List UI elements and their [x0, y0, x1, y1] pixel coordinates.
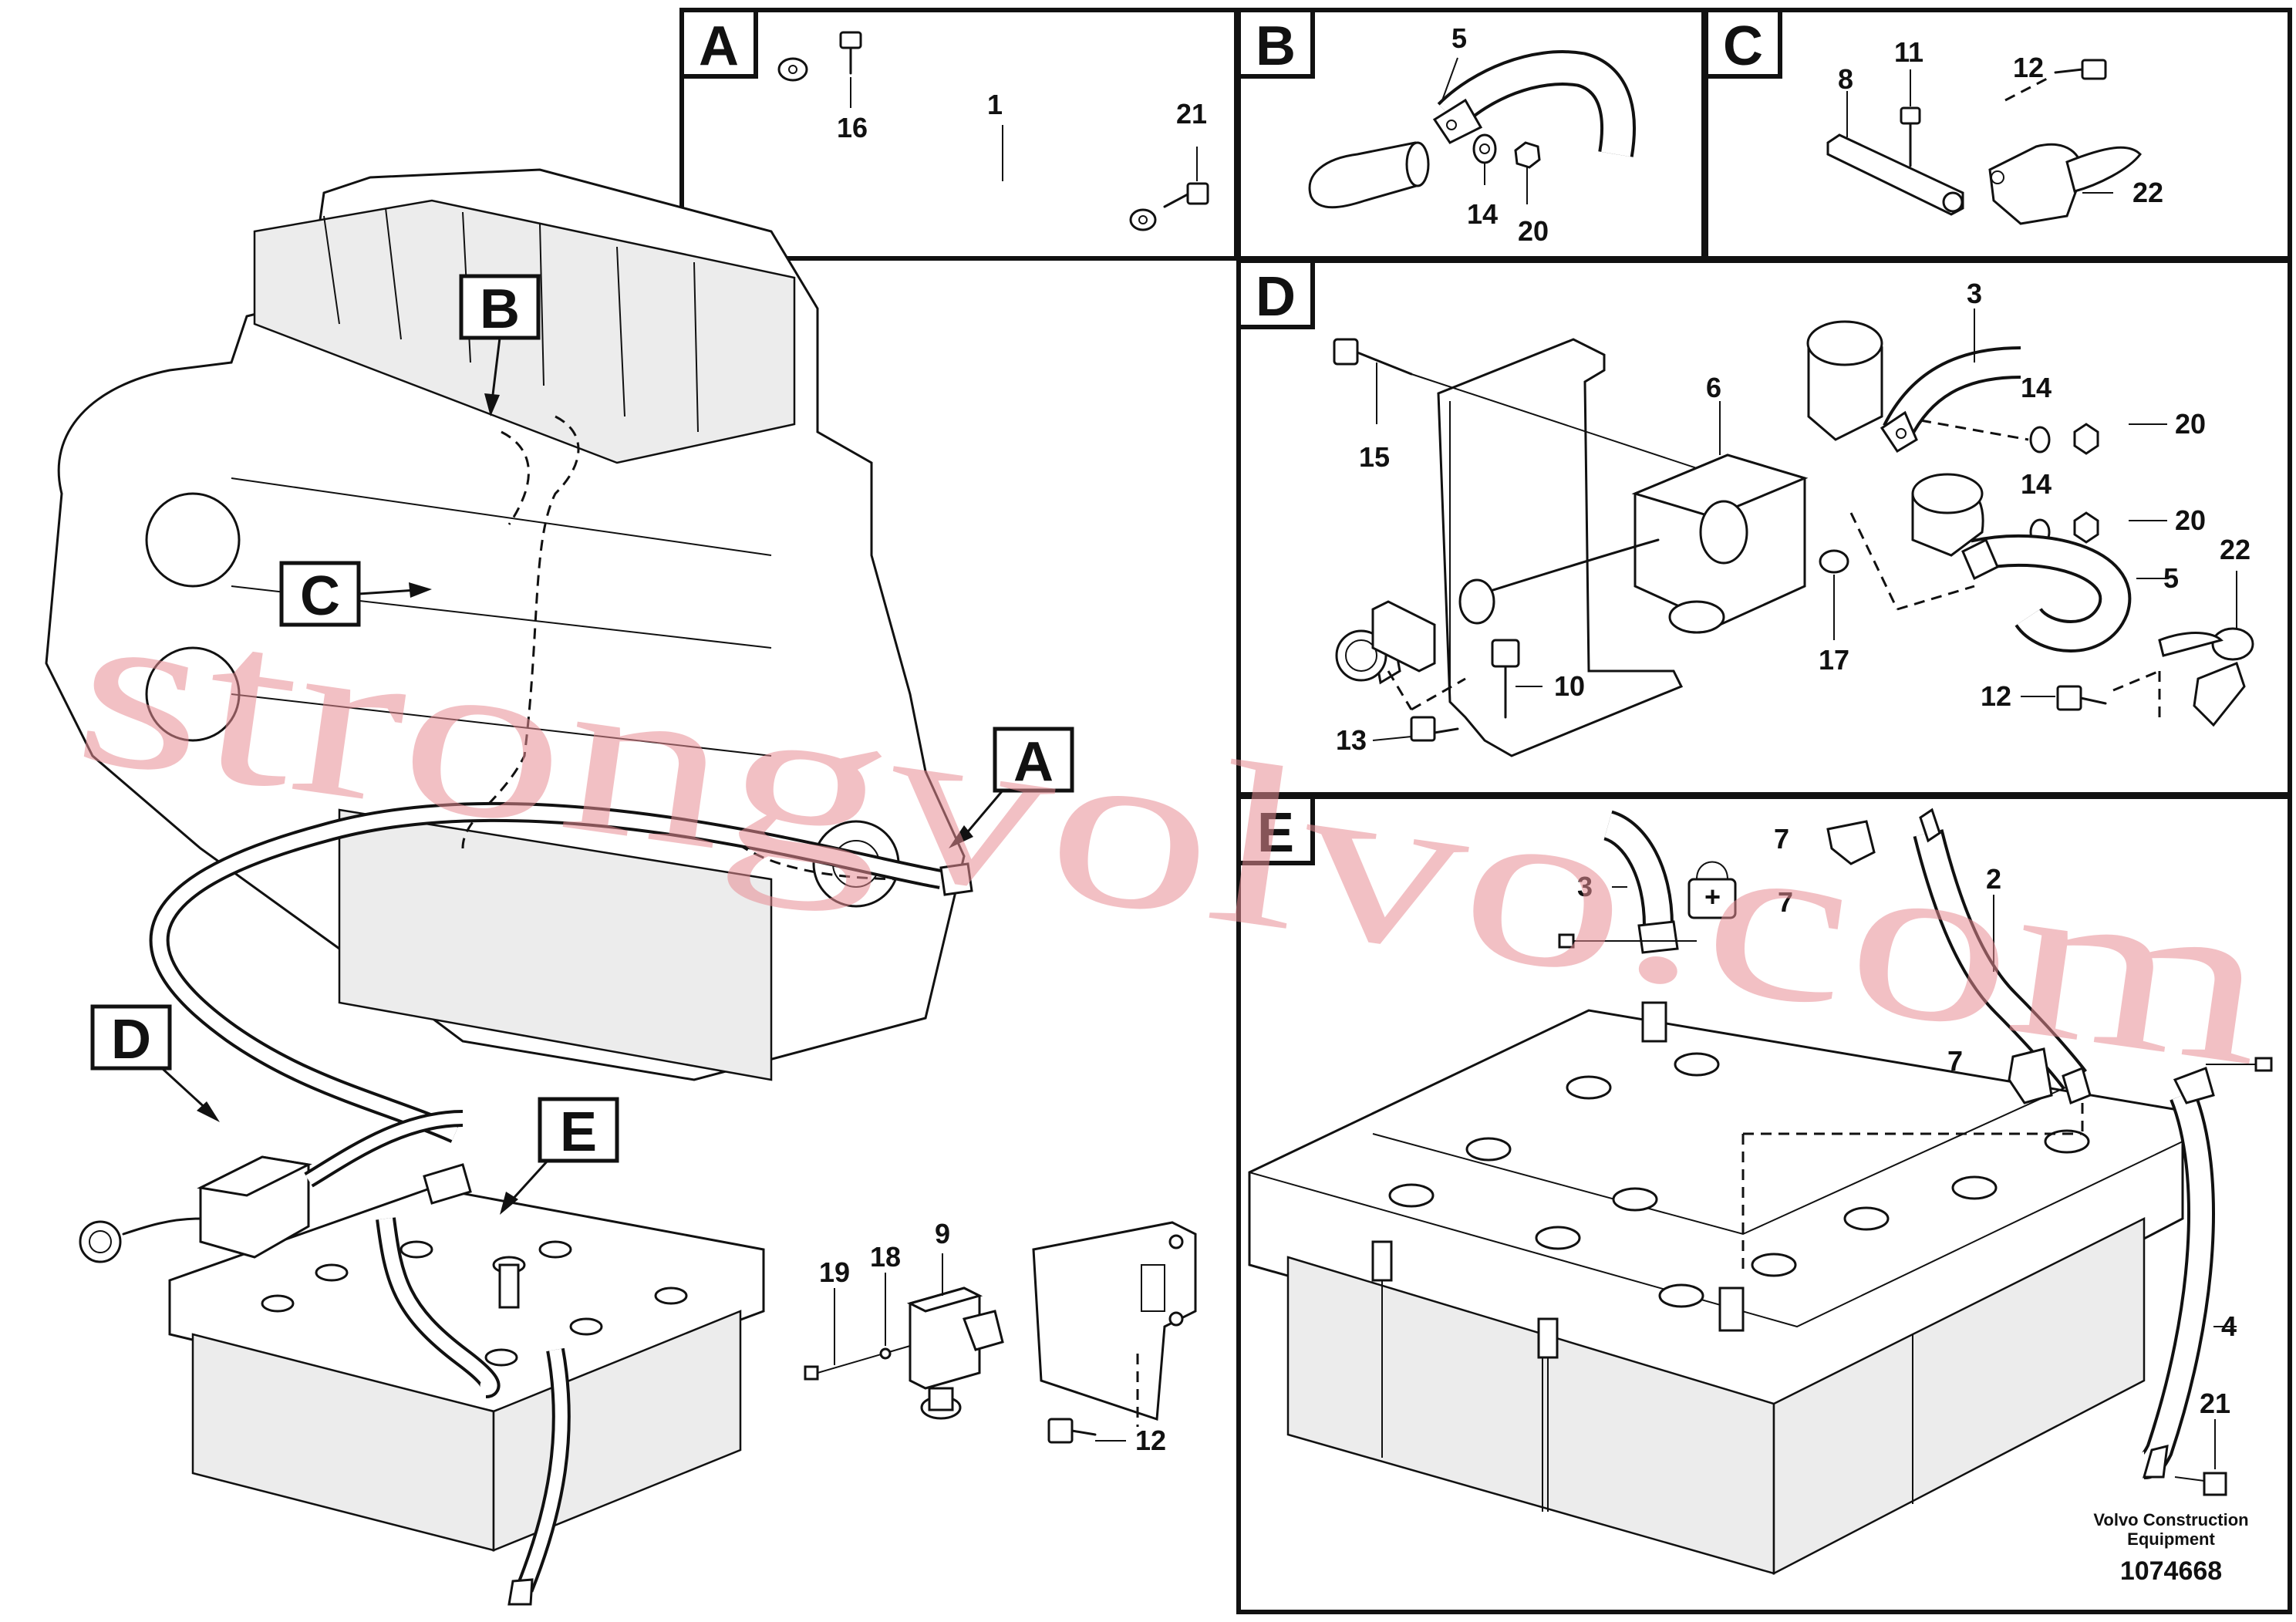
label-3-e: 3: [1577, 871, 1593, 902]
label-14-d1: 14: [2021, 372, 2052, 403]
document-number: 1074668: [2120, 1556, 2222, 1586]
callout-d: D: [90, 1004, 220, 1122]
battery-overview: [168, 1163, 765, 1606]
label-10: 10: [1554, 670, 1585, 702]
svg-text:+: +: [1704, 881, 1721, 912]
label-21-a: 21: [1176, 98, 1207, 130]
brand-line-1: Volvo Construction: [2093, 1510, 2248, 1529]
label-17: 17: [1819, 644, 1849, 676]
label-14-d2: 14: [2021, 468, 2052, 500]
relay-assembly-9: [804, 1221, 1197, 1444]
label-2: 2: [1986, 863, 2001, 895]
label-7-e1: 7: [1778, 886, 1793, 918]
label-20-b: 20: [1518, 215, 1549, 247]
labels-panel-c: 8 11 12 22: [1838, 36, 2163, 208]
callout-b: B: [459, 274, 541, 416]
detail-panel-e: E: [1236, 794, 2292, 1614]
label-15: 15: [1359, 441, 1390, 473]
relay-overview: [79, 1110, 464, 1263]
callout-c: C: [279, 561, 432, 627]
battery-caps: [1388, 1052, 2090, 1308]
label-20-d1: 20: [2175, 408, 2206, 440]
callout-b-tag: B: [480, 278, 520, 340]
label-12-c: 12: [2013, 52, 2044, 83]
labels-panel-a: 16 1 21: [837, 89, 1207, 143]
label-7-e2: 7: [1774, 823, 1789, 855]
panel-d-tag: D: [1256, 266, 1296, 328]
label-22-d: 22: [2220, 534, 2250, 565]
panel-c-tag: C: [1723, 15, 1763, 77]
label-6: 6: [1706, 372, 1721, 403]
label-5-b: 5: [1451, 22, 1467, 54]
label-13: 13: [1336, 724, 1367, 756]
label-1: 1: [987, 89, 1003, 120]
labels-panel-b: 5 14 20: [1451, 22, 1549, 247]
label-4: 4: [2221, 1310, 2237, 1342]
label-11: 11: [1894, 36, 1923, 68]
label-3-d: 3: [1967, 278, 1982, 309]
callout-e: E: [500, 1097, 619, 1215]
label-19: 19: [819, 1256, 850, 1288]
detail-panel-d: D: [1236, 258, 2292, 797]
label-7-e3: 7: [1947, 1045, 1963, 1077]
watermark-text: strongvolvo.com: [62, 554, 2282, 1114]
panel-b-tag: B: [1256, 15, 1296, 77]
label-5-d: 5: [2163, 562, 2179, 594]
label-12-relay: 12: [1135, 1425, 1166, 1456]
callout-d-tag: D: [111, 1009, 151, 1071]
panel-a-tag: A: [699, 15, 739, 77]
labels-relay: 9 18 19 12: [819, 1218, 1166, 1456]
detail-panel-c: C: [1704, 8, 2292, 261]
label-21-e: 21: [2200, 1388, 2230, 1419]
callout-e-tag: E: [560, 1101, 597, 1163]
label-8: 8: [1838, 63, 1853, 95]
callout-c-tag: C: [300, 565, 340, 627]
callout-a-tag: A: [1013, 731, 1054, 793]
footer-brand: Volvo Construction Equipment 1074668: [2093, 1510, 2248, 1586]
panel-e-tag: E: [1257, 802, 1294, 864]
labels-panel-e: 3 7 7 2 7 4 21: [1577, 823, 2237, 1419]
detail-panel-a: A: [679, 8, 1239, 261]
label-16: 16: [837, 112, 868, 143]
label-14-b: 14: [1467, 198, 1498, 230]
label-18: 18: [870, 1241, 901, 1273]
brand-line-2: Equipment: [2127, 1529, 2215, 1549]
label-12-d: 12: [1981, 680, 2011, 712]
labels-panel-d: 3 6 14 20 15 14 20 5 22 17 10 12 13: [1336, 278, 2250, 756]
label-20-d2: 20: [2175, 504, 2206, 536]
label-9: 9: [935, 1218, 950, 1249]
label-22-c: 22: [2132, 177, 2163, 208]
callout-a: A: [949, 727, 1074, 848]
